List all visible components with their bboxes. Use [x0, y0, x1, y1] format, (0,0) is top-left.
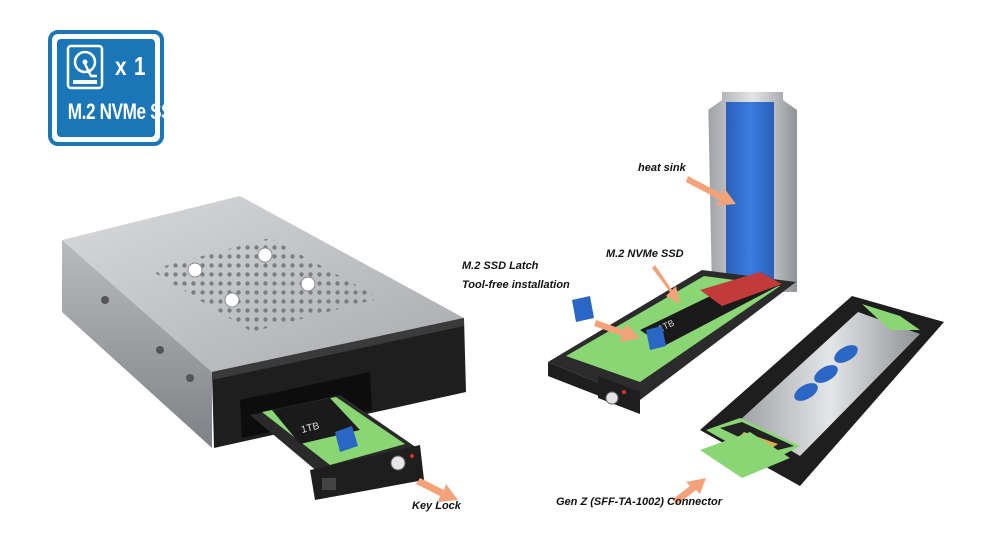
hard-drive-icon — [66, 44, 104, 90]
callout-arrows — [416, 176, 736, 504]
closed-tray-assembly — [700, 296, 944, 486]
svg-text:1TB: 1TB — [300, 421, 321, 436]
badge-panel: x 1 M.2 NVMe SSD — [57, 39, 185, 137]
product-badge: x 1 M.2 NVMe SSD — [48, 30, 185, 146]
badge-count: x 1 — [115, 51, 147, 81]
callout-heat-sink: heat sink — [638, 162, 686, 174]
callout-tool-free: Tool-free installation — [462, 279, 570, 291]
callout-key-lock: Key Lock — [412, 500, 461, 512]
mobile-rack-enclosure: 1TB — [62, 196, 466, 500]
callout-nvme-ssd: M.2 NVMe SSD — [606, 248, 684, 260]
callout-latch: M.2 SSD Latch — [462, 260, 539, 272]
open-tray-assembly: 1TB — [548, 92, 797, 414]
callout-connector: Gen Z (SFF-TA-1002) Connector — [556, 496, 723, 508]
